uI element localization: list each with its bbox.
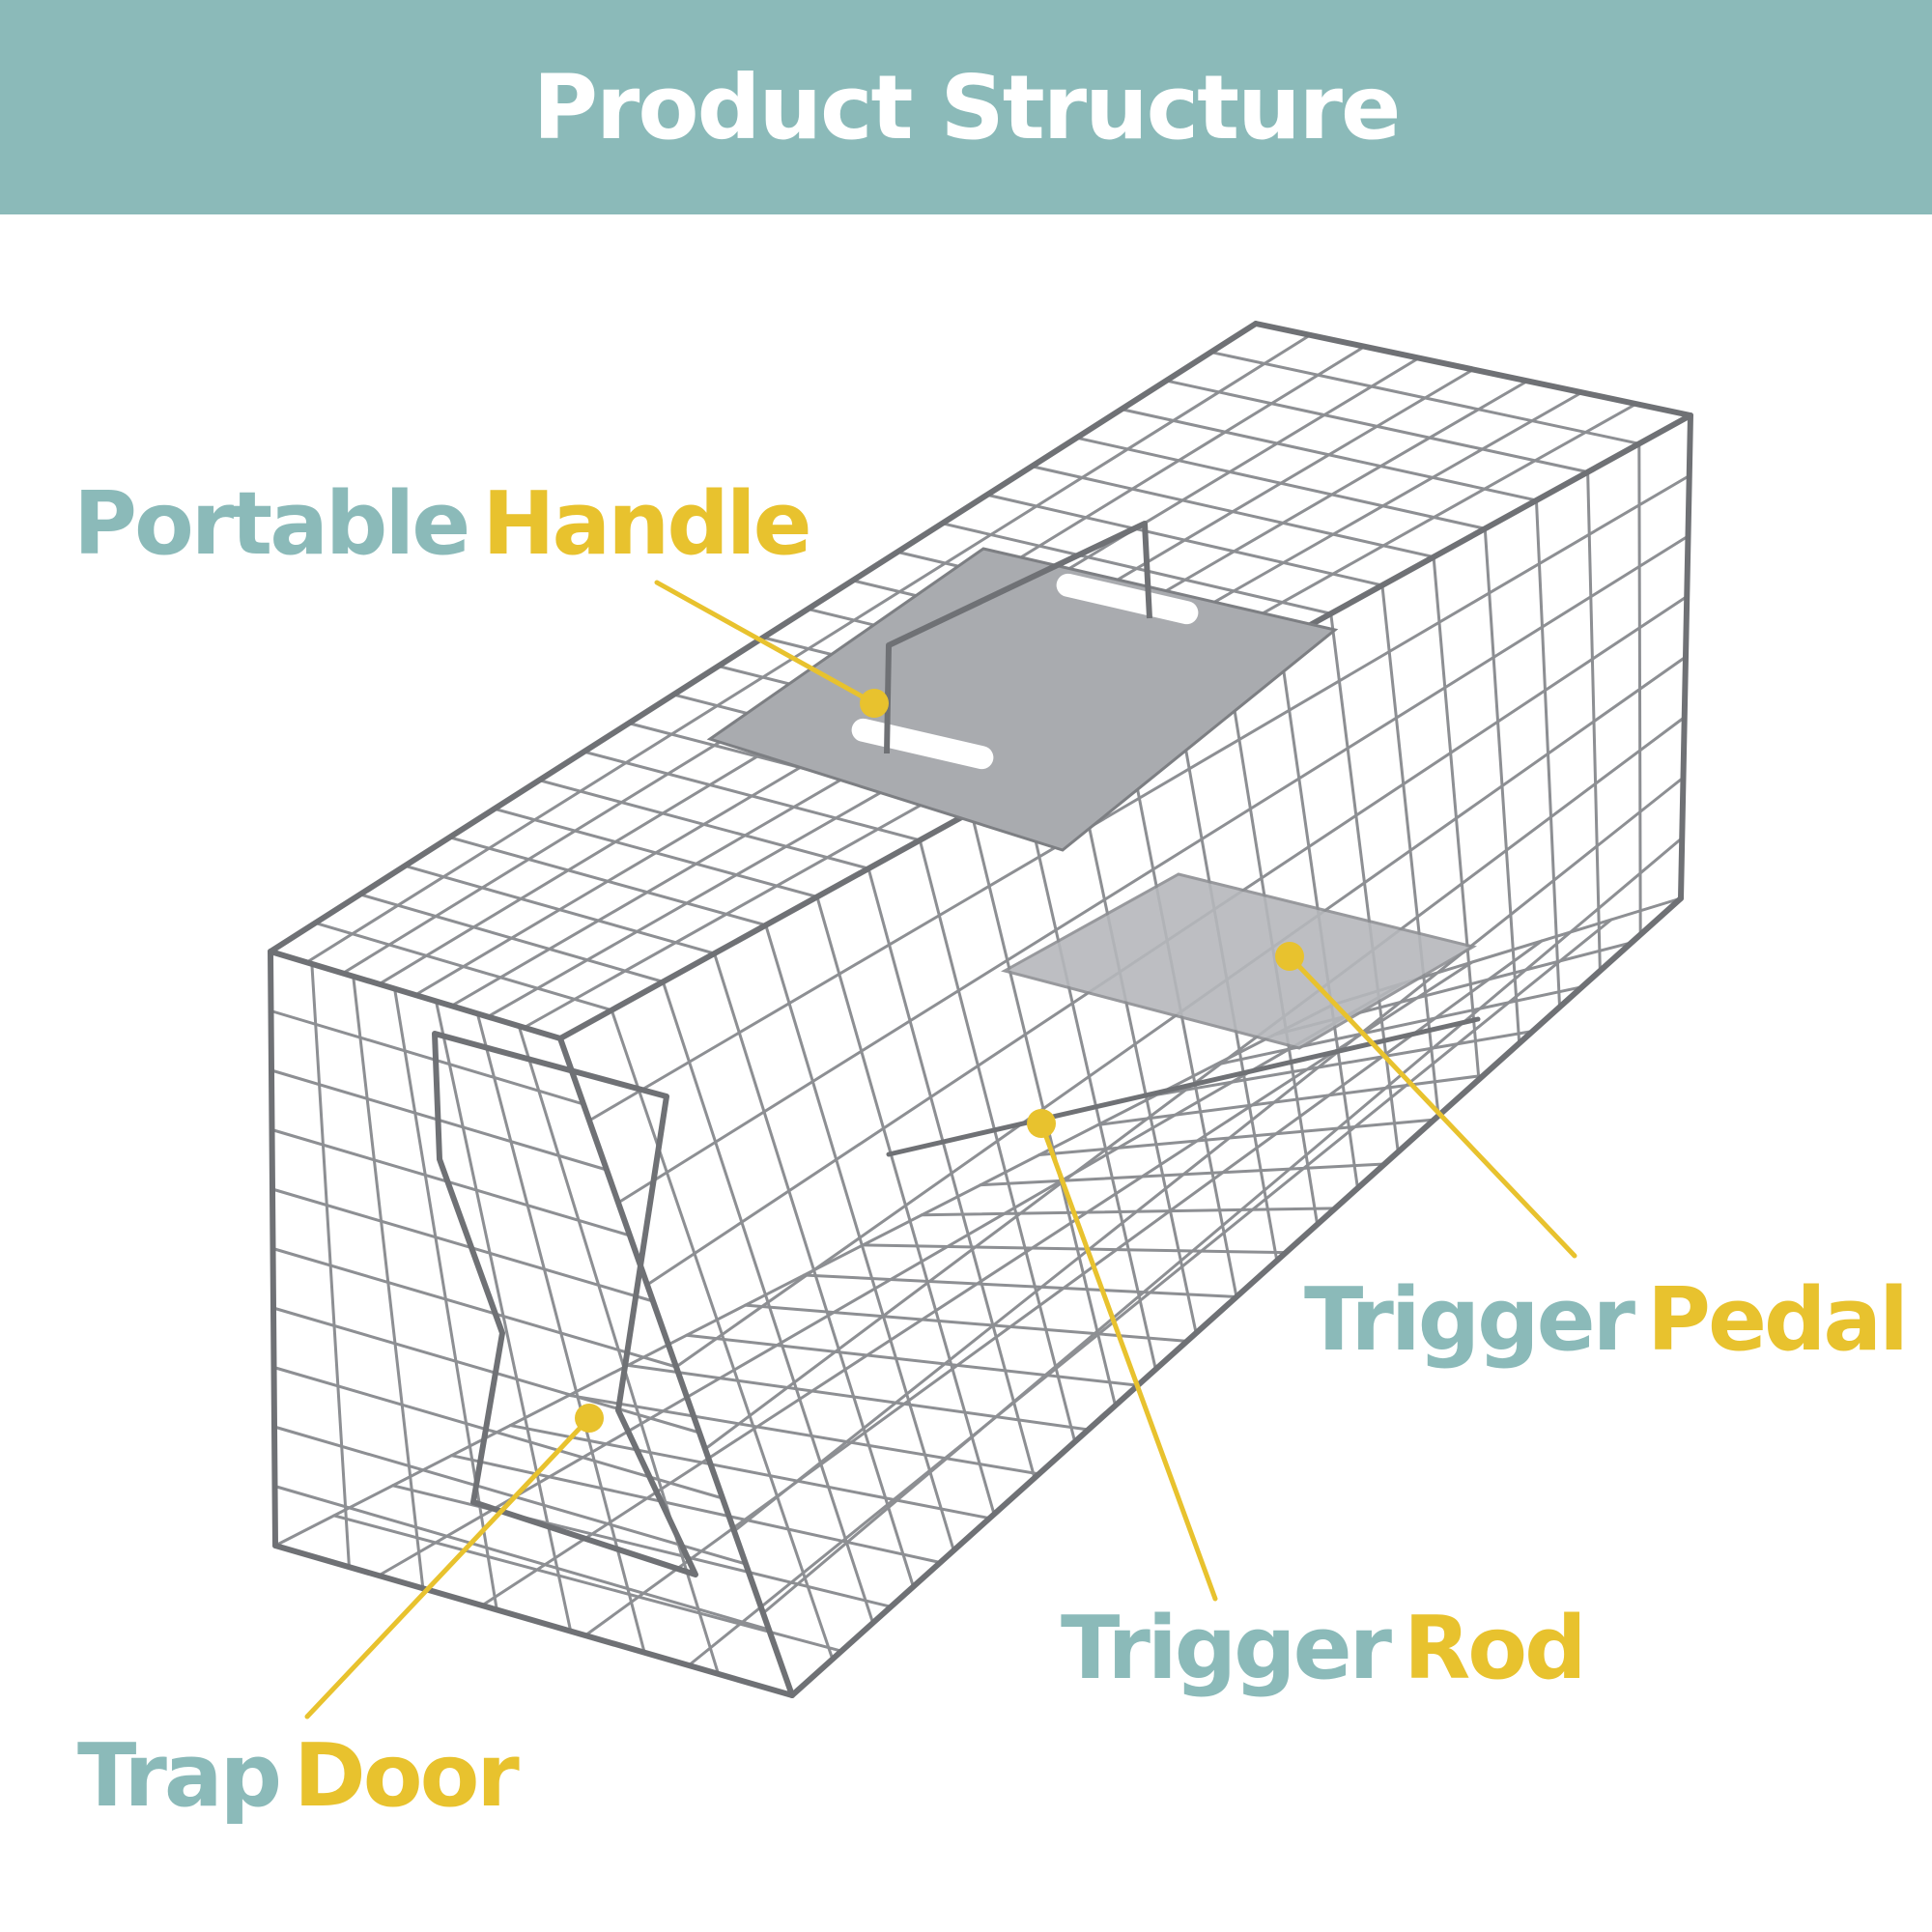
callout-portable-handle-dot: [860, 689, 889, 718]
label-trap-door: Trap Door: [77, 1733, 520, 1820]
trap-door-mesh: [270, 1187, 655, 1303]
cage-trap-icon: [268, 321, 1693, 1698]
cage-bottom-mesh: [744, 1303, 1189, 1343]
cage-bottom-mesh: [626, 1363, 1091, 1432]
callout-lines: [304, 580, 1577, 1719]
label-trigger-rod: Trigger Rod: [1061, 1605, 1587, 1692]
page-title: Product Structure: [532, 55, 1402, 159]
cage-bottom-mesh: [1155, 1030, 1535, 1096]
cage-bottom-mesh: [480, 960, 1474, 1607]
label-trigger-rod-word2: Rod: [1404, 1598, 1587, 1699]
cage-frame: [1678, 412, 1693, 901]
label-portable-handle: Portable Handle: [73, 481, 812, 568]
cage-frame: [268, 949, 278, 1548]
label-trigger-pedal-word2: Pedal: [1647, 1269, 1909, 1371]
label-trigger-pedal-word1: Trigger: [1304, 1269, 1635, 1371]
cage-bottom-mesh: [377, 981, 1405, 1577]
trap-door-mesh: [273, 1485, 771, 1632]
cage-frame: [1253, 321, 1693, 418]
cage-bottom-mesh: [1096, 1073, 1486, 1126]
handle-plate: [706, 547, 1339, 852]
label-portable-handle-word1: Portable: [73, 473, 470, 575]
cage-bottom-mesh: [450, 1454, 942, 1564]
cage-frame: [268, 321, 1259, 954]
cage-side-mesh: [616, 534, 1690, 1205]
cage-frame: [557, 1036, 795, 1698]
cage-side-mesh: [732, 776, 1685, 1533]
trap-door-mesh: [270, 1009, 585, 1106]
callout-trigger-pedal-dot: [1275, 942, 1304, 971]
cage-bottom-mesh: [685, 1333, 1140, 1387]
callout-portable-handle-line: [654, 580, 877, 706]
cage-bottom-mesh: [567, 1393, 1041, 1476]
callout-trigger-rod-dot: [1027, 1109, 1056, 1138]
callout-trigger-pedal-line: [1287, 953, 1577, 1259]
cage-bottom-mesh: [861, 1243, 1288, 1255]
cage-side-mesh: [761, 837, 1684, 1615]
label-trigger-pedal: Trigger Pedal: [1304, 1277, 1909, 1364]
cage-bottom-mesh: [508, 1424, 991, 1520]
trigger-rod: [886, 1016, 1481, 1157]
cage-side-mesh: [587, 474, 1691, 1122]
trap-door-mesh: [271, 1247, 678, 1369]
cage-bottom-mesh: [803, 1273, 1238, 1298]
header-banner: Product Structure: [0, 0, 1932, 214]
cage-frame: [789, 895, 1684, 1698]
trap-door-mesh: [271, 1306, 701, 1435]
handle-slot: [1056, 573, 1199, 625]
label-trap-door-word1: Trap: [77, 1725, 282, 1827]
cage-top-mesh: [305, 333, 1312, 964]
callout-trigger-rod-line: [1038, 1121, 1218, 1602]
label-trigger-rod-word1: Trigger: [1061, 1598, 1392, 1699]
cage-bottom-mesh: [1213, 985, 1584, 1066]
trigger-pedal: [1001, 872, 1477, 1050]
cage-frame: [268, 949, 563, 1041]
trap-door-latch: [432, 1031, 698, 1577]
trap-door-mesh: [272, 1425, 748, 1566]
callout-trap-door-dot: [575, 1404, 604, 1433]
callout-trap-door-line: [304, 1415, 592, 1719]
label-portable-handle-word2: Handle: [482, 473, 811, 575]
cage-frame: [272, 1543, 795, 1698]
cage-bottom-mesh: [920, 1207, 1337, 1217]
cage-bottom-mesh: [687, 918, 1613, 1667]
label-trap-door-word2: Door: [294, 1725, 520, 1827]
